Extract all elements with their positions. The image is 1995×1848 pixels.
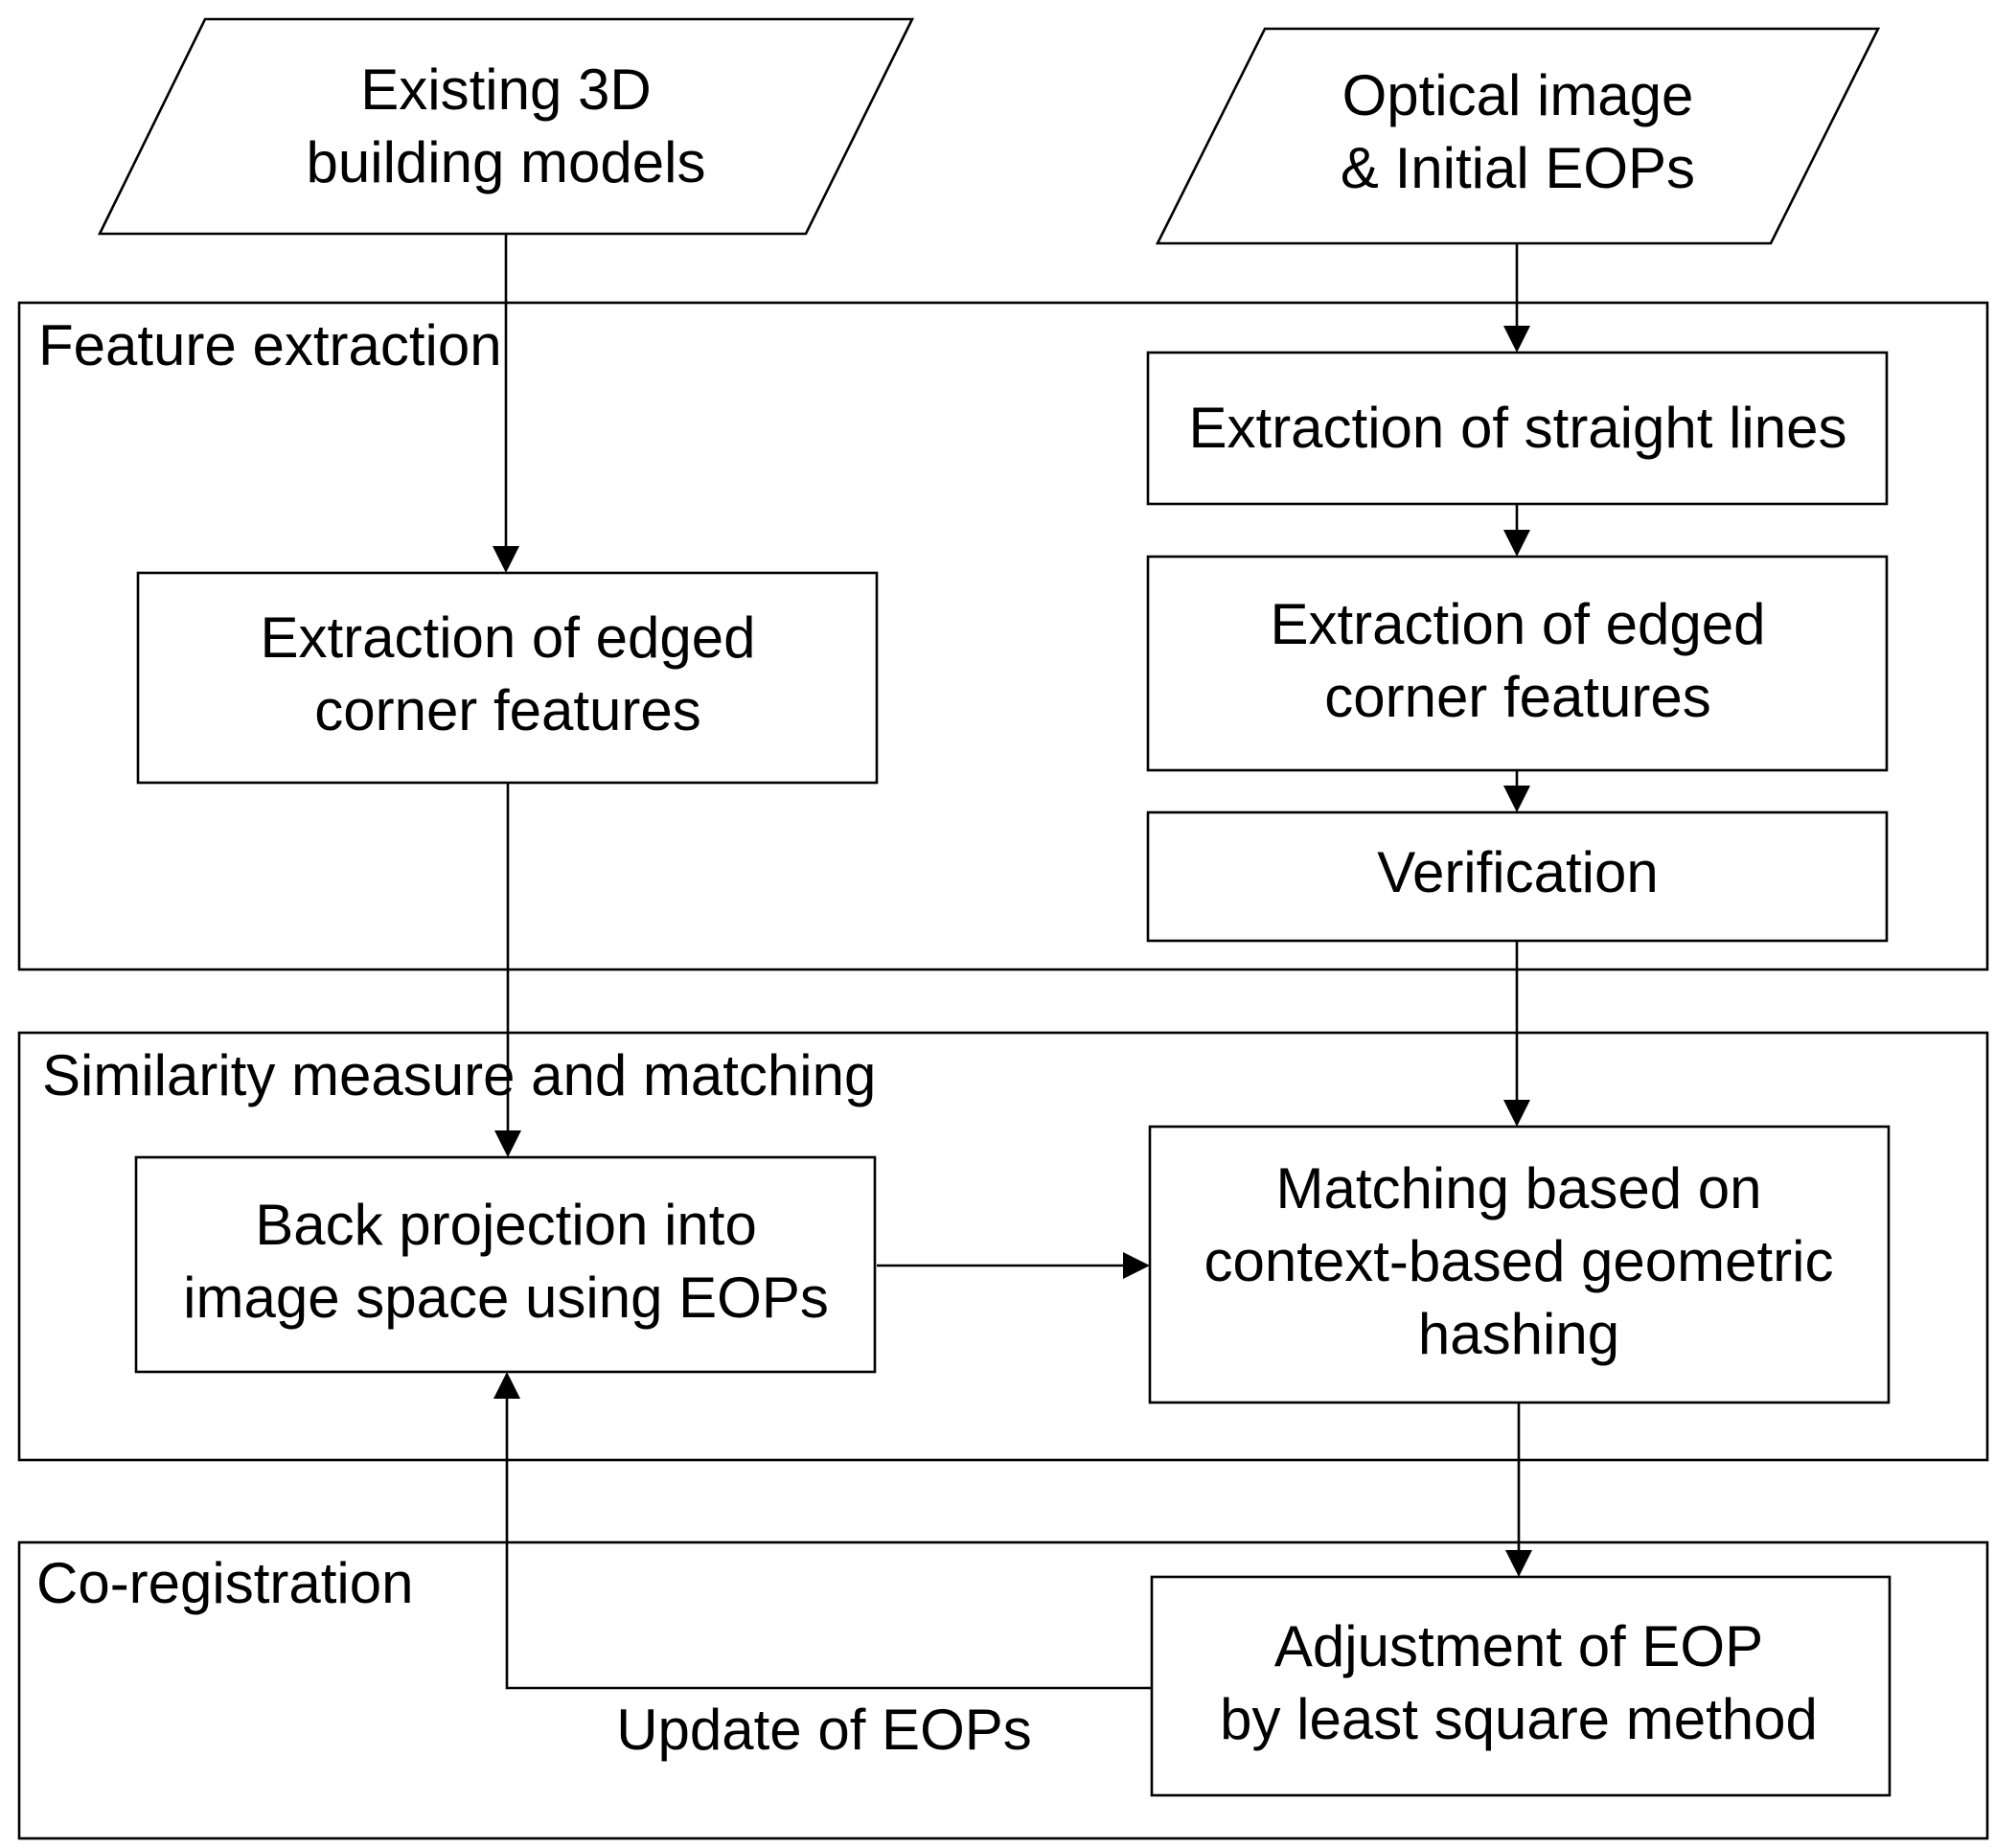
models-to-corners-arrowhead bbox=[493, 546, 519, 573]
verification-line1: Verification bbox=[1377, 840, 1659, 904]
image-to-lines-arrowhead bbox=[1503, 326, 1530, 353]
corners-to-backprojection-arrowhead bbox=[494, 1130, 521, 1157]
adjustment-line2: by least square method bbox=[1220, 1687, 1818, 1751]
matching-line2: context-based geometric bbox=[1204, 1229, 1833, 1293]
backprojection-to-matching-arrowhead bbox=[1123, 1252, 1150, 1279]
models-input-line1: Existing 3D bbox=[360, 57, 651, 122]
update-loop-arrowhead bbox=[493, 1372, 520, 1399]
image-input-line1: Optical image bbox=[1342, 63, 1694, 127]
image-corners-box bbox=[1146, 555, 1889, 772]
matching-line1: Matching based on bbox=[1275, 1156, 1761, 1221]
models-input-line2: building models bbox=[307, 130, 706, 194]
coregistration-title: Co-registration bbox=[36, 1551, 414, 1615]
adjustment-box bbox=[1150, 1575, 1892, 1797]
model-corners-line2: corner features bbox=[314, 678, 701, 742]
straight-lines-line1: Extraction of straight lines bbox=[1189, 396, 1847, 460]
adjustment-line1: Adjustment of EOP bbox=[1274, 1614, 1763, 1678]
image-input-shape bbox=[1155, 27, 1881, 245]
straight-lines-box bbox=[1146, 351, 1889, 506]
models-input-shape bbox=[97, 17, 915, 236]
verification-box bbox=[1146, 810, 1889, 943]
matching-box bbox=[1148, 1125, 1891, 1404]
lines-to-corners-arrowhead bbox=[1503, 530, 1530, 557]
update-edge-label: Update of EOPs bbox=[616, 1698, 1032, 1762]
back-projection-box bbox=[134, 1155, 877, 1374]
back-projection-line1: Back projection into bbox=[255, 1193, 757, 1257]
model-corners-line1: Extraction of edged bbox=[260, 605, 755, 670]
feature-extraction-group bbox=[17, 301, 1989, 971]
verification-to-matching-arrowhead bbox=[1503, 1100, 1530, 1127]
image-corners-line2: corner features bbox=[1324, 665, 1711, 729]
matching-line3: hashing bbox=[1418, 1302, 1619, 1366]
image-corners-line1: Extraction of edged bbox=[1270, 592, 1765, 656]
similarity-group bbox=[17, 1031, 1989, 1462]
model-corners-box bbox=[136, 571, 879, 785]
back-projection-line2: image space using EOPs bbox=[183, 1266, 829, 1330]
image-input-line2: & Initial EOPs bbox=[1341, 136, 1695, 200]
corners-to-verification-arrowhead bbox=[1503, 786, 1530, 812]
update-loop-edge bbox=[505, 1399, 1152, 1690]
coregistration-group bbox=[17, 1540, 1989, 1840]
similarity-title: Similarity measure and matching bbox=[42, 1043, 876, 1107]
feature-extraction-title: Feature extraction bbox=[38, 313, 502, 377]
matching-to-adjustment-arrowhead bbox=[1505, 1550, 1532, 1577]
